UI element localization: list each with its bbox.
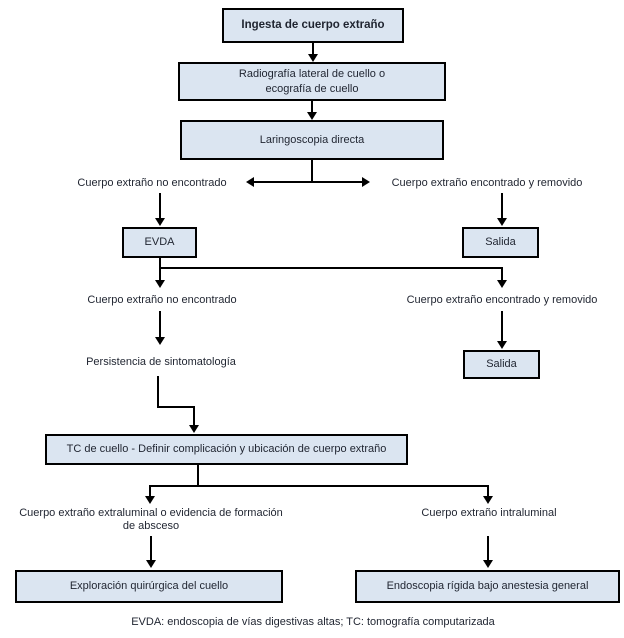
connector-line <box>197 465 199 487</box>
branch-label-persistencia: Persistencia de sintomatología <box>86 356 236 368</box>
connector-line <box>254 181 362 183</box>
arrowhead-down <box>189 425 199 433</box>
node-radiografia-line1: Radiografía lateral de cuello o <box>238 68 386 81</box>
node-evda: EVDA <box>122 227 197 258</box>
branch-label-no-encontrado-2: Cuerpo extraño no encontrado <box>87 294 237 306</box>
node-exploracion-quirurgica: Exploración quirúrgica del cuello <box>15 570 283 603</box>
connector-line <box>149 485 489 487</box>
connector-line <box>311 101 313 113</box>
node-radiografia-label: Radiografía lateral de cuello o ecografí… <box>239 67 385 96</box>
node-endoscopia-label: Endoscopia rígida bajo anestesia general <box>386 580 589 593</box>
branch-label-extraluminal-line2: de absceso <box>122 520 180 533</box>
branch-label-encontrado-removido-2: Cuerpo extraño encontrado y removido <box>406 294 598 306</box>
arrowhead-left <box>246 177 254 187</box>
arrowhead-down <box>155 337 165 345</box>
arrowhead-down <box>483 496 493 504</box>
connector-line <box>487 485 489 496</box>
arrowhead-down <box>497 218 507 226</box>
connector-line <box>487 536 489 560</box>
branch-label-intraluminal: Cuerpo extraño intraluminal <box>421 507 557 519</box>
connector-line <box>159 311 161 337</box>
connector-line <box>150 536 152 560</box>
arrowhead-down <box>308 54 318 62</box>
connector-line <box>157 376 159 408</box>
arrowhead-down <box>155 280 165 288</box>
connector-line <box>149 485 151 496</box>
node-evda-label: EVDA <box>144 236 175 249</box>
node-radiografia-line2: ecografía de cuello <box>265 82 359 95</box>
connector-line <box>159 258 161 280</box>
node-laringoscopia: Laringoscopia directa <box>180 120 444 160</box>
connector-line <box>159 267 503 269</box>
node-ingesta-cuerpo-extrano: Ingesta de cuerpo extraño <box>222 8 404 43</box>
connector-line <box>501 267 503 280</box>
connector-line <box>312 43 314 55</box>
node-salida-2-label: Salida <box>486 358 517 371</box>
connector-line <box>311 160 313 183</box>
node-ingesta-label: Ingesta de cuerpo extraño <box>241 19 385 32</box>
connector-line <box>501 193 503 218</box>
branch-label-extraluminal: Cuerpo extraño extraluminal o evidencia … <box>19 507 283 533</box>
legend-footnote: EVDA: endoscopia de vías digestivas alta… <box>131 616 495 628</box>
node-laringoscopia-label: Laringoscopia directa <box>259 133 365 146</box>
arrowhead-down <box>483 560 493 568</box>
node-tc-label: TC de cuello - Definir complicación y ub… <box>66 443 387 456</box>
arrowhead-down <box>497 341 507 349</box>
connector-line <box>193 406 195 425</box>
arrowhead-down <box>145 496 155 504</box>
connector-line <box>157 406 195 408</box>
branch-label-no-encontrado-1: Cuerpo extraño no encontrado <box>77 177 227 189</box>
node-salida-2: Salida <box>463 350 540 379</box>
arrowhead-down <box>155 218 165 226</box>
arrowhead-right <box>362 177 370 187</box>
node-salida-1: Salida <box>462 227 539 258</box>
connector-line <box>501 311 503 341</box>
node-exploracion-label: Exploración quirúrgica del cuello <box>69 580 229 593</box>
arrowhead-down <box>146 560 156 568</box>
arrowhead-down <box>307 112 317 120</box>
node-radiografia: Radiografía lateral de cuello o ecografí… <box>178 62 446 101</box>
node-salida-1-label: Salida <box>485 236 516 249</box>
branch-label-encontrado-removido-1: Cuerpo extraño encontrado y removido <box>391 177 583 189</box>
branch-label-extraluminal-line1: Cuerpo extraño extraluminal o evidencia … <box>19 507 283 519</box>
node-tc-cuello: TC de cuello - Definir complicación y ub… <box>45 434 408 465</box>
arrowhead-down <box>497 280 507 288</box>
node-endoscopia-rigida: Endoscopia rígida bajo anestesia general <box>355 570 620 603</box>
connector-line <box>159 193 161 218</box>
